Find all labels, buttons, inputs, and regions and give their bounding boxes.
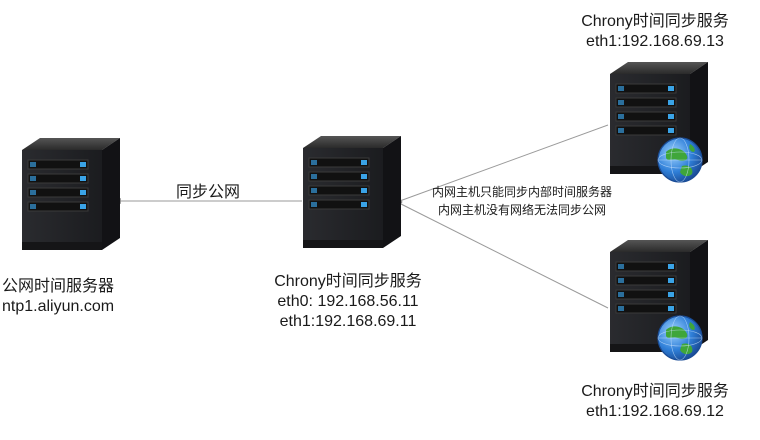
intranet-note-line2: 内网主机没有网络无法同步公网 xyxy=(438,203,607,217)
node-eth1: eth1:192.168.69.12 xyxy=(586,403,724,420)
server-public-ntp xyxy=(21,137,121,251)
edge-label-intranet-note: 内网主机只能同步内部时间服务器 内网主机没有网络无法同步公网 xyxy=(432,183,612,219)
globe-icon xyxy=(657,315,703,361)
node-name: Chrony时间同步服务 xyxy=(581,383,729,400)
node-address: ntp1.aliyun.com xyxy=(2,298,115,315)
edge-label-sync-public: 同步公网 xyxy=(176,184,241,201)
node-eth0: eth0: 192.168.56.11 xyxy=(277,293,419,310)
edge-to-chrony-top xyxy=(395,124,609,204)
intranet-note-line1: 内网主机只能同步内部时间服务器 xyxy=(432,185,613,199)
server-chrony-main xyxy=(302,135,402,249)
node-eth1: eth1:192.168.69.11 xyxy=(279,313,417,330)
node-label-chrony-main: Chrony时间同步服务 eth0: 192.168.56.11 eth1:19… xyxy=(248,272,448,332)
node-label-public-ntp: 公网时间服务器 ntp1.aliyun.com xyxy=(2,277,142,317)
globe-icon xyxy=(657,137,703,183)
node-eth1: eth1:192.168.69.13 xyxy=(586,33,724,50)
node-name: Chrony时间同步服务 xyxy=(274,273,422,290)
node-label-chrony-top: Chrony时间同步服务 eth1:192.168.69.13 xyxy=(555,12,755,52)
node-name: 公网时间服务器 xyxy=(2,278,115,295)
node-name: Chrony时间同步服务 xyxy=(581,13,729,30)
edge-to-chrony-bottom xyxy=(395,201,609,309)
node-label-chrony-bottom: Chrony时间同步服务 eth1:192.168.69.12 xyxy=(555,382,755,422)
